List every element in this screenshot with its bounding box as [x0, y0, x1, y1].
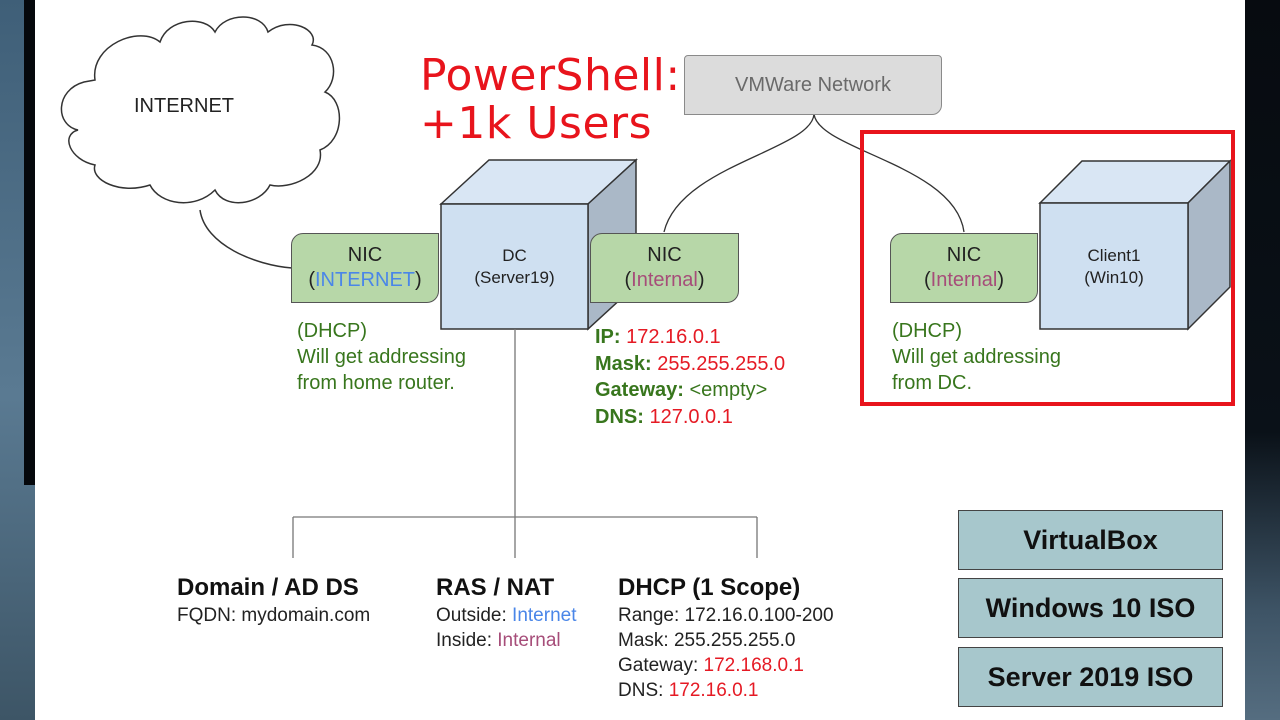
dc-nic-internet-note: (DHCP) Will get addressing from home rou… [297, 318, 466, 396]
vmware-network-box: VMWare Network [684, 55, 942, 115]
role-domain: Domain / AD DS FQDN: mydomain.com [177, 573, 370, 628]
role-dhcp: DHCP (1 Scope) Range: 172.16.0.100-200 M… [618, 573, 834, 703]
dc-os: (Server19) [474, 268, 555, 287]
background-right [1245, 0, 1280, 720]
dhcp-mask: Mask: 255.255.255.0 [618, 630, 796, 651]
client-os: (Win10) [1084, 268, 1144, 287]
note-line: Will get addressing [297, 346, 466, 368]
client-name: Client1 [1087, 246, 1141, 265]
vmware-connector-dc [663, 113, 815, 233]
dc-nic-internal: NIC (Internal) [590, 233, 739, 303]
config-ip: IP: 172.16.0.1 [595, 326, 721, 348]
config-gateway: Gateway: <empty> [595, 379, 768, 401]
dc-label: DC (Server19) [441, 245, 588, 289]
role-heading: RAS / NAT [436, 574, 555, 601]
slide-title: PowerShell: +1k Users [420, 52, 681, 148]
internet-cloud [60, 16, 341, 204]
role-heading: DHCP (1 Scope) [618, 574, 801, 601]
background-left-edge [24, 0, 35, 485]
client-label: Client1 (Win10) [1040, 245, 1188, 289]
nic-network: (INTERNET) [308, 269, 422, 291]
requirement-virtualbox: VirtualBox [958, 510, 1223, 570]
note-line: from home router. [297, 372, 455, 394]
dhcp-range: Range: 172.16.0.100-200 [618, 605, 834, 626]
note-line: from DC. [892, 372, 972, 394]
nic-network-name: Internal [631, 269, 698, 291]
nic-network: (Internal) [624, 269, 705, 291]
role-heading: Domain / AD DS [177, 574, 359, 601]
nic-title: NIC [347, 244, 383, 266]
slide-title-line2: +1k Users [420, 98, 653, 149]
nic-network-name: Internal [930, 269, 998, 291]
vmware-network-label: VMWare Network [735, 73, 891, 96]
role-detail: FQDN: mydomain.com [177, 605, 371, 626]
dhcp-dns: DNS: 172.16.0.1 [618, 680, 759, 701]
dc-nic-internal-config: IP: 172.16.0.1 Mask: 255.255.255.0 Gatew… [595, 324, 785, 430]
dhcp-gateway: Gateway: 172.168.0.1 [618, 655, 804, 676]
vmware-connector-client [813, 113, 965, 233]
role-ras-nat: RAS / NAT Outside: Internet Inside: Inte… [436, 573, 576, 653]
requirement-windows10-iso: Windows 10 ISO [958, 578, 1223, 638]
nic-network: (Internal) [923, 269, 1005, 291]
client-cube [1038, 159, 1232, 331]
nic-title: NIC [647, 244, 682, 266]
config-mask: Mask: 255.255.255.0 [595, 352, 786, 375]
note-line: (DHCP) [297, 320, 367, 342]
note-line: (DHCP) [892, 320, 962, 342]
nic-title: NIC [946, 244, 982, 266]
client-highlight-box [860, 130, 1235, 406]
role-detail-outside: Outside: Internet [436, 605, 577, 626]
note-line: Will get addressing [892, 346, 1061, 368]
internet-cloud-label: INTERNET [134, 95, 234, 117]
requirement-server2019-iso: Server 2019 ISO [958, 647, 1223, 707]
role-detail-inside: Inside: Internal [436, 630, 561, 651]
config-dns: DNS: 127.0.0.1 [595, 405, 733, 428]
client-nic-internal: NIC (Internal) [890, 233, 1038, 303]
dc-nic-internet: NIC (INTERNET) [291, 233, 439, 303]
dc-name: DC [502, 246, 527, 265]
slide-title-line1: PowerShell: [420, 50, 681, 101]
client-nic-note: (DHCP) Will get addressing from DC. [892, 318, 1061, 396]
nic-network-name: INTERNET [315, 269, 415, 291]
internet-connector [199, 209, 293, 269]
